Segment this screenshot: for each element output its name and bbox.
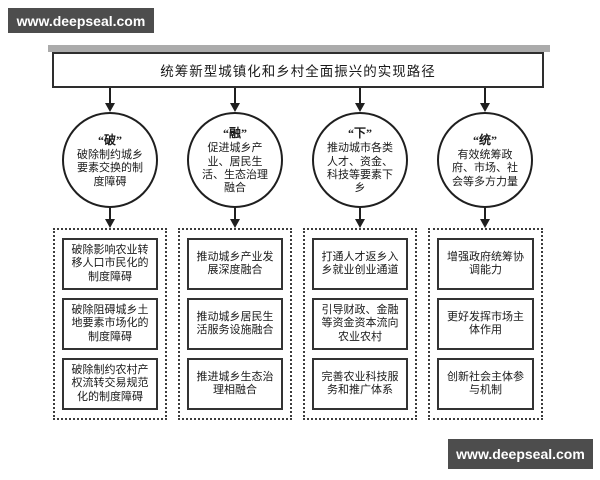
measure-box: 推动城乡产业发展深度融合 xyxy=(187,238,283,290)
measure-box: 引导财政、金融等资金资本流向农业农村 xyxy=(312,298,408,350)
measure-box: 破除影响农业转移人口市民化的制度障碍 xyxy=(62,238,158,290)
connector-line xyxy=(359,88,361,103)
title-box-shadow xyxy=(48,45,550,52)
circle-keyword: “破” xyxy=(97,132,122,147)
measure-box: 破除制约农村产权流转交易规范化的制度障碍 xyxy=(62,358,158,410)
connector-line xyxy=(359,208,361,219)
circle-node-rong: “融” 促进城乡产业、居民生活、生态治理融合 xyxy=(187,112,283,208)
watermark-bottom-text: www.deepseal.com xyxy=(456,446,585,462)
diagram-title-text: 统筹新型城镇化和乡村全面振兴的实现路径 xyxy=(160,64,436,79)
watermark-bottom: www.deepseal.com xyxy=(448,439,593,469)
arrow-down-icon xyxy=(355,103,365,112)
watermark-top: www.deepseal.com xyxy=(8,8,154,33)
watermark-top-text: www.deepseal.com xyxy=(16,12,146,29)
arrow-down-icon xyxy=(480,103,490,112)
measure-box: 打通人才返乡入乡就业创业通道 xyxy=(312,238,408,290)
connector-line xyxy=(109,208,111,219)
measure-box: 推进城乡生态治理相融合 xyxy=(187,358,283,410)
measures-group-rong: 推动城乡产业发展深度融合 推动城乡居民生活服务设施融合 推进城乡生态治理相融合 xyxy=(178,228,292,420)
arrow-down-icon xyxy=(105,103,115,112)
measure-box: 增强政府统筹协调能力 xyxy=(437,238,534,290)
measure-box: 更好发挥市场主体作用 xyxy=(437,298,534,350)
connector-line xyxy=(484,208,486,219)
connector-line xyxy=(109,88,111,103)
circle-keyword: “下” xyxy=(347,126,372,141)
arrow-down-icon xyxy=(230,103,240,112)
measures-group-xia: 打通人才返乡入乡就业创业通道 引导财政、金融等资金资本流向农业农村 完善农业科技… xyxy=(303,228,417,420)
diagram-title: 统筹新型城镇化和乡村全面振兴的实现路径 xyxy=(52,52,544,88)
arrow-down-icon xyxy=(355,219,365,228)
measure-box: 推动城乡居民生活服务设施融合 xyxy=(187,298,283,350)
arrow-down-icon xyxy=(230,219,240,228)
circle-keyword: “融” xyxy=(222,126,247,141)
arrow-down-icon xyxy=(480,219,490,228)
connector-line xyxy=(234,208,236,219)
circle-node-tong: “统” 有效统筹政府、市场、社会等多方力量 xyxy=(437,112,533,208)
circle-description: 推动城市各类人才、资金、科技等要素下乡 xyxy=(327,142,393,195)
arrow-down-icon xyxy=(105,219,115,228)
circle-keyword: “统” xyxy=(472,132,497,147)
circle-node-po: “破” 破除制约城乡要素交换的制度障碍 xyxy=(62,112,158,208)
circle-description: 有效统筹政府、市场、社会等多方力量 xyxy=(452,148,518,188)
connector-line xyxy=(484,88,486,103)
circle-node-xia: “下” 推动城市各类人才、资金、科技等要素下乡 xyxy=(312,112,408,208)
connector-line xyxy=(234,88,236,103)
measures-group-tong: 增强政府统筹协调能力 更好发挥市场主体作用 创新社会主体参与机制 xyxy=(428,228,543,420)
circle-description: 促进城乡产业、居民生活、生态治理融合 xyxy=(202,142,268,195)
measures-group-po: 破除影响农业转移人口市民化的制度障碍 破除阻碍城乡土地要素市场化的制度障碍 破除… xyxy=(53,228,167,420)
measure-box: 完善农业科技服务和推广体系 xyxy=(312,358,408,410)
circle-description: 破除制约城乡要素交换的制度障碍 xyxy=(77,148,143,188)
measure-box: 破除阻碍城乡土地要素市场化的制度障碍 xyxy=(62,298,158,350)
measure-box: 创新社会主体参与机制 xyxy=(437,358,534,410)
